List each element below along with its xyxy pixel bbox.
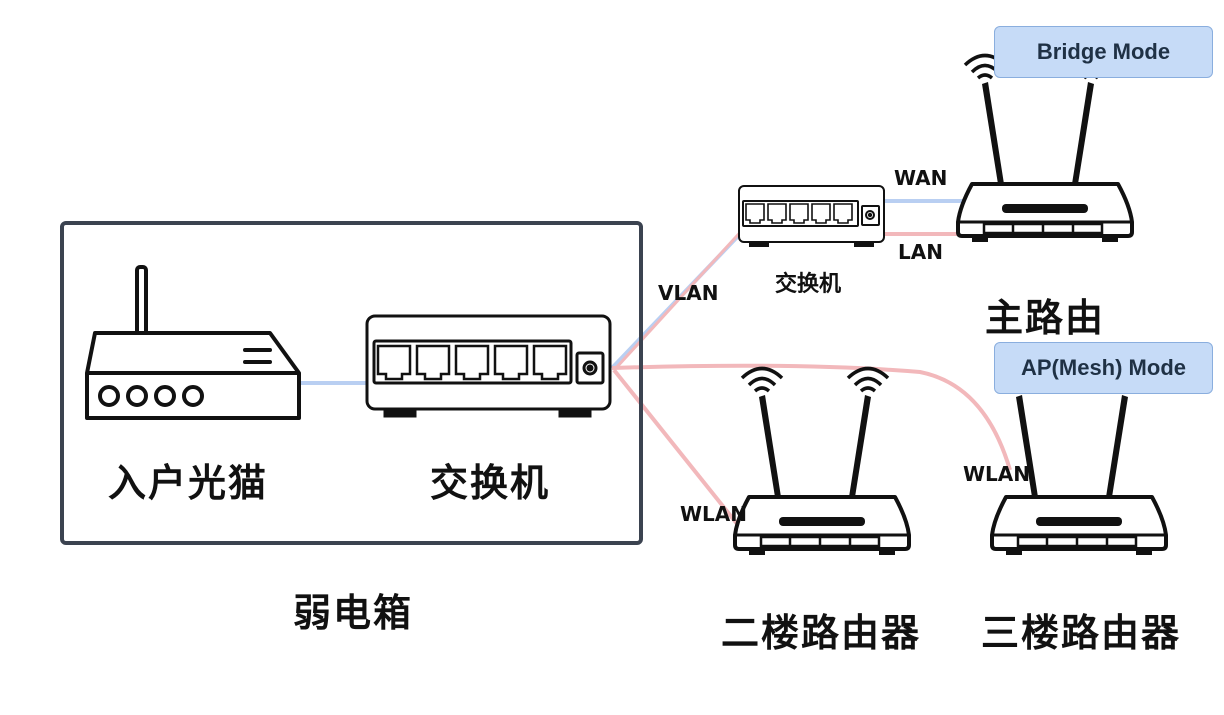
wan-label: WAN [894, 166, 948, 190]
main-router-label: 主路由 [985, 296, 1106, 340]
second-router-label: 二楼路由器 [721, 611, 922, 655]
wlan-second-label: WLAN [680, 502, 748, 526]
second-router-icon [733, 366, 911, 557]
small-switch-label: 交换机 [775, 272, 842, 297]
main-switch-label: 交换机 [430, 461, 551, 505]
third-router-label: 三楼路由器 [981, 611, 1182, 655]
cabinet-frame [60, 221, 643, 545]
link-switch-smallswitch-pink [614, 224, 748, 370]
small-switch-icon [738, 185, 885, 247]
link-switch-third-router [611, 363, 1012, 471]
modem-icon [85, 265, 301, 420]
vlan-label: VLAN [658, 281, 719, 305]
lan-label: LAN [898, 240, 943, 264]
link-switch-second-router [612, 368, 740, 527]
ap-mesh-mode-badge: AP(Mesh) Mode [994, 342, 1213, 394]
modem-label: 入户光猫 [108, 461, 269, 505]
cabinet-label: 弱电箱 [293, 591, 414, 635]
main-router-icon [956, 53, 1134, 244]
bridge-mode-badge: Bridge Mode [994, 26, 1213, 78]
main-switch-icon [365, 314, 612, 418]
wlan-third-label: WLAN [963, 462, 1031, 486]
